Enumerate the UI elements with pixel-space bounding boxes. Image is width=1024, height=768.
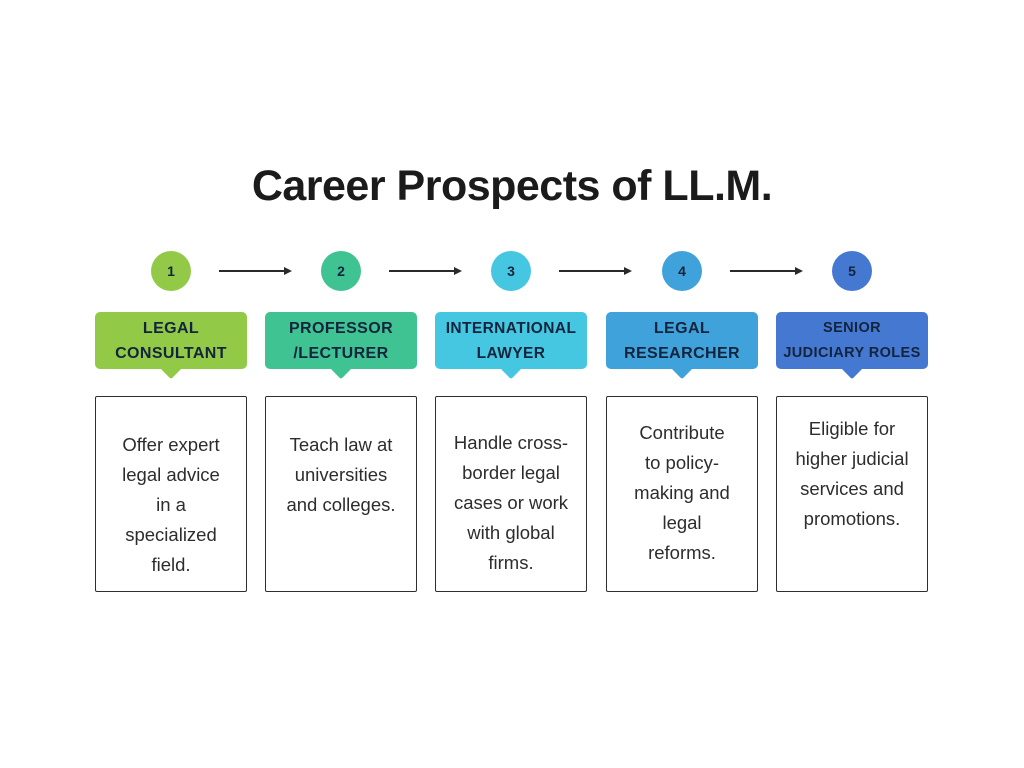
step-circle-1: 1	[151, 251, 191, 291]
step-number-5: 5	[848, 263, 856, 279]
career-label-bubble-2: PROFESSOR /LECTURER	[265, 312, 417, 380]
career-label-bubble-1: LEGAL CONSULTANT	[95, 312, 247, 380]
step-number-1: 1	[167, 263, 175, 279]
page-title: Career Prospects of LL.M.	[251, 162, 773, 210]
career-label-3: INTERNATIONAL LAWYER	[445, 319, 577, 362]
career-label-2: PROFESSOR /LECTURER	[288, 319, 394, 362]
career-description-card-1: Offer expert legal advice in a specializ…	[95, 396, 247, 592]
career-label-bubble-5: SENIOR JUDICIARY ROLES	[776, 312, 928, 380]
career-description-2: Teach law at universities and colleges.	[286, 434, 396, 515]
step-circle-2: 2	[321, 251, 361, 291]
step-circle-4: 4	[662, 251, 702, 291]
arrow-icon-3	[559, 267, 632, 274]
step-circle-3: 3	[491, 251, 531, 291]
career-label-5: SENIOR JUDICIARY ROLES	[783, 319, 921, 361]
career-description-card-5: Eligible for higher judicial services an…	[776, 396, 928, 592]
career-label-4: LEGAL RESEARCHER	[623, 319, 740, 362]
step-number-4: 4	[678, 263, 686, 279]
career-label-bubble-3: INTERNATIONAL LAWYER	[435, 312, 587, 380]
step-circle-5: 5	[832, 251, 872, 291]
career-description-1: Offer expert legal advice in a specializ…	[122, 434, 220, 575]
arrow-icon-4	[730, 267, 803, 274]
career-description-3: Handle cross- border legal cases or work…	[453, 432, 569, 573]
arrow-icon-1	[219, 267, 292, 274]
career-description-card-3: Handle cross- border legal cases or work…	[435, 396, 587, 592]
career-label-bubble-4: LEGAL RESEARCHER	[606, 312, 758, 380]
career-description-card-4: Contribute to policy- making and legal r…	[606, 396, 758, 592]
career-description-5: Eligible for higher judicial services an…	[795, 418, 909, 529]
arrow-icon-2	[389, 267, 462, 274]
career-label-1: LEGAL CONSULTANT	[115, 319, 227, 362]
step-number-2: 2	[337, 263, 345, 279]
step-number-3: 3	[507, 263, 515, 279]
career-description-card-2: Teach law at universities and colleges.	[265, 396, 417, 592]
career-description-4: Contribute to policy- making and legal r…	[634, 422, 730, 563]
